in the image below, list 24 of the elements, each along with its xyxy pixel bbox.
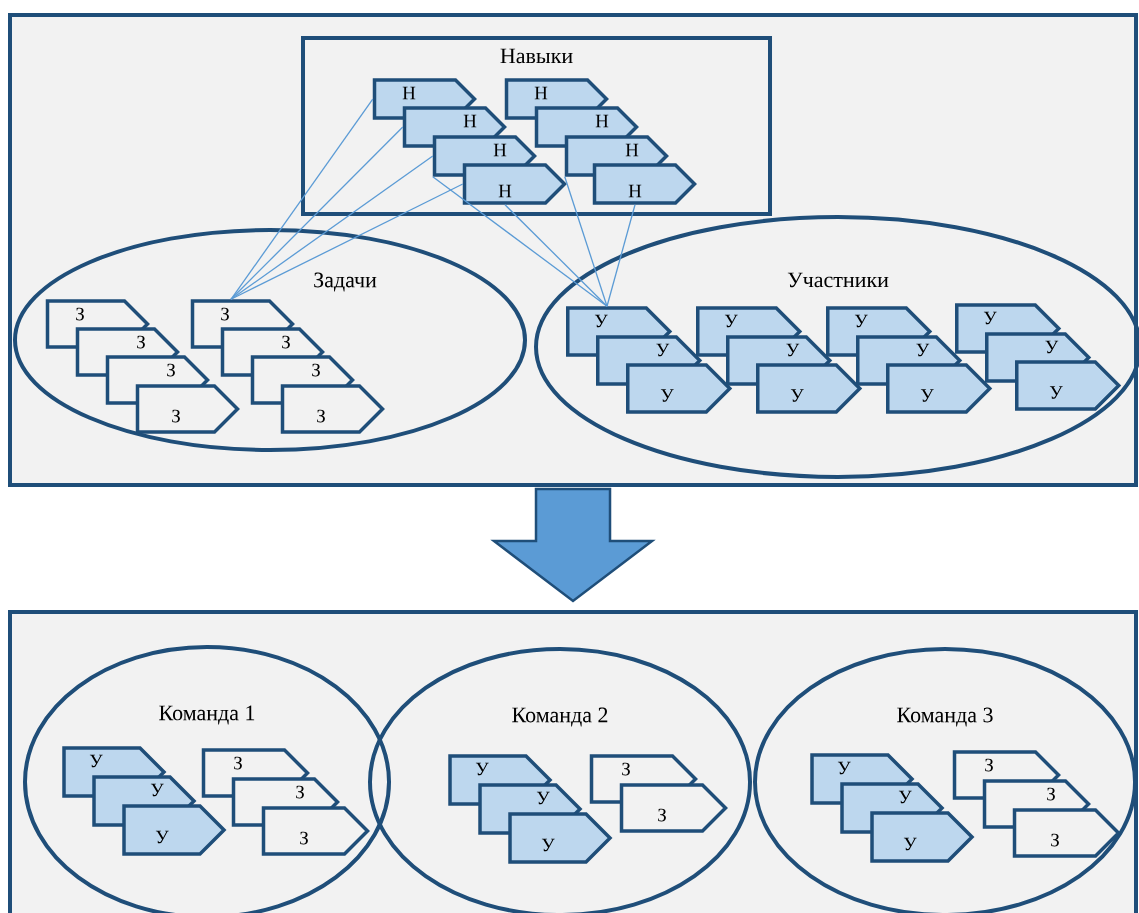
node-label: У	[1045, 340, 1059, 354]
pentagon-tag: З	[261, 806, 370, 856]
pentagon-tag: Н	[462, 163, 567, 205]
connector-line	[504, 204, 608, 307]
connector-line	[230, 126, 404, 300]
block-arrow	[490, 487, 656, 603]
pentagon-tag: З	[135, 384, 240, 434]
connector-line	[564, 176, 608, 307]
pentagon-tag: У	[626, 363, 733, 414]
connector-line	[230, 155, 434, 300]
connector-line	[606, 204, 636, 307]
pentagon-tag: У	[508, 812, 613, 864]
pentagon-tag: З	[1012, 808, 1121, 858]
pentagon-tag: Н	[592, 163, 697, 205]
pentagon-tag: У	[756, 363, 863, 414]
connector-line	[230, 183, 464, 300]
pentagon-tag: З	[619, 783, 728, 833]
pentagon-tag: У	[1015, 360, 1122, 411]
pentagon-tag: У	[122, 804, 227, 856]
pentagon-tag: У	[886, 363, 993, 414]
pentagon-tag: У	[870, 811, 975, 863]
pentagon-tag: З	[280, 384, 385, 434]
node-label: З	[1051, 833, 1059, 847]
connector-line	[230, 98, 374, 300]
